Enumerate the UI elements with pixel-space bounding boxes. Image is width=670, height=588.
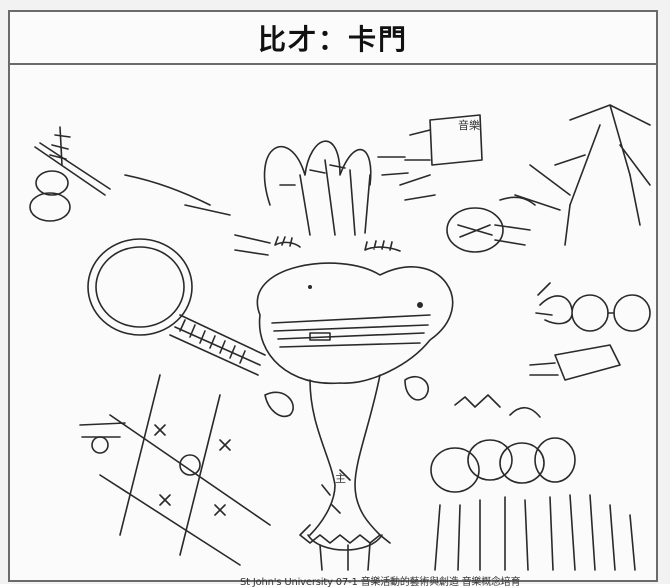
illustration-frame: 比才：卡門: [8, 10, 658, 588]
ink-dots: [308, 285, 423, 308]
mind-map-drawing: 音樂 主 St John's University 07-1 音樂活動的藝術與創…: [10, 65, 656, 588]
tree-label: 主: [335, 472, 346, 485]
sign-drawing: [404, 114, 504, 253]
crowd-drawing: [430, 394, 636, 571]
source-caption: St John's University 07-1 音樂活動的藝術與創造 音樂概…: [240, 577, 521, 588]
grid-drawing: [79, 374, 271, 566]
tree-drawing: [514, 104, 651, 246]
sketch-canvas: [29, 104, 651, 571]
violin-icon: [29, 126, 111, 222]
trumpet-icon: [529, 344, 621, 381]
page-title: 比才：卡門: [257, 22, 408, 56]
magnifier-icon: [87, 238, 266, 376]
sign-label: 音樂: [458, 119, 480, 132]
body-drawing: [264, 374, 429, 571]
glasses-icon: [535, 282, 651, 332]
title-bar: 比才：卡門: [10, 12, 656, 65]
handwriting-lines: [124, 156, 536, 256]
face-drawing: [256, 140, 454, 385]
